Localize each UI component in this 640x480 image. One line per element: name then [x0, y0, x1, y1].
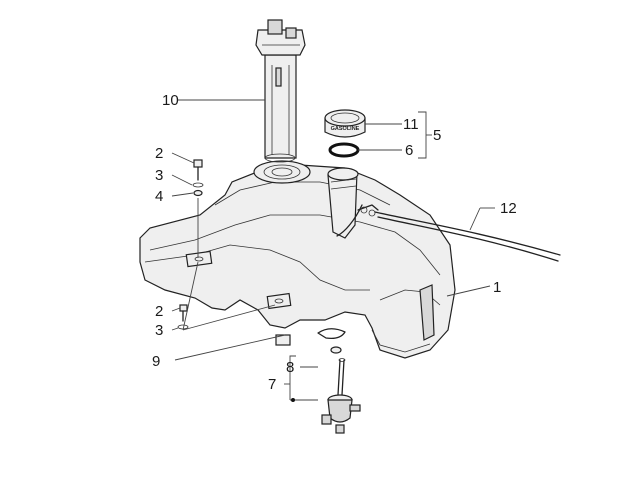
fuel-tap — [321, 358, 361, 434]
callout-9: 10 — [162, 92, 179, 109]
hose-clip — [336, 204, 363, 237]
fuel-tank — [139, 160, 456, 359]
callout-12: 12 — [500, 200, 517, 217]
callout-3-lower: 3 — [155, 322, 163, 339]
upper-bolt-set — [192, 159, 204, 258]
cap-gasket — [328, 142, 360, 158]
callout-2-upper: 2 — [155, 145, 163, 162]
breather-hose — [374, 211, 561, 256]
callout-labels: 10 11 6 5 12 1 2 3 4 2 3 9 8 7 — [152, 92, 517, 393]
callout-1: 1 — [493, 279, 501, 296]
callout-6: 6 — [405, 142, 413, 159]
fuel-level-sender — [255, 19, 306, 163]
hose-clamp — [275, 328, 346, 354]
callout-3-upper: 3 — [155, 167, 163, 184]
callout-7: 7 — [268, 376, 276, 393]
cap-label: GASOLINE — [331, 126, 360, 132]
callout-2-lower: 2 — [155, 303, 163, 320]
callout-5: 5 — [433, 127, 441, 144]
leader-lines — [171, 99, 495, 402]
callout-4: 4 — [155, 188, 163, 205]
callout-10: 9 — [152, 353, 160, 370]
fuel-cap: GASOLINE — [324, 109, 366, 138]
callout-11: 11 — [403, 116, 419, 133]
callout-8: 8 — [286, 359, 294, 376]
